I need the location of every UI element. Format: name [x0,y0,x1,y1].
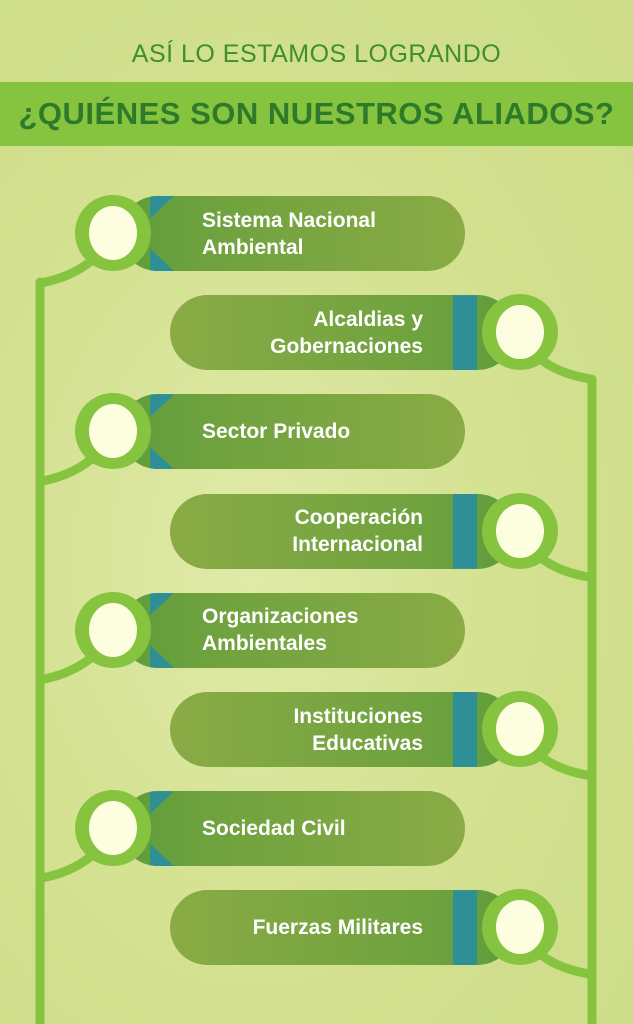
ally-item: Sociedad Civil [120,791,465,867]
node-circle-icon [482,492,558,569]
ally-item: Instituciones Educativas [170,692,515,767]
teal-accent [453,493,477,569]
ally-item: Cooperación Internacional [170,493,515,569]
teal-accent [150,196,174,271]
connector-curve [35,653,96,685]
subtitle: ASÍ LO ESTAMOS LOGRANDO [131,40,502,68]
node-circle-icon [75,393,151,470]
node-circle-icon [75,790,151,867]
node-circle-icon [482,889,558,966]
connector-curve [537,950,597,979]
teal-accent [453,890,477,966]
teal-accent [150,394,174,470]
teal-accent [150,791,174,867]
ally-label: Sociedad Civil [202,817,346,841]
node-circle-icon [482,691,558,767]
node-circle-icon [75,195,151,271]
ally-item: Sistema Nacional Ambiental [120,196,465,271]
title-banner: ¿QUIÉNES SON NUESTROS ALIADOS? [0,82,633,146]
connector-curve [35,454,96,486]
teal-accent [453,295,477,371]
teal-accent [453,692,477,767]
ally-label: Cooperación Internacional [292,506,423,557]
ally-item: Fuerzas Militares [170,890,515,966]
connector-curve [537,355,597,384]
node-circle-icon [482,294,558,371]
ally-label: Fuerzas Militares [252,916,423,940]
ally-item: Alcaldias y Gobernaciones [170,295,515,371]
connector-curve [35,851,96,883]
ally-label: Instituciones Educativas [293,704,423,755]
connector-curve [537,752,597,781]
ally-label: Sector Privado [202,420,351,444]
ally-label: Alcaldias y Gobernaciones [270,307,423,358]
ally-item: Organizaciones Ambientales [120,592,465,668]
node-circle-icon [75,591,151,668]
ally-label: Organizaciones Ambientales [202,605,359,656]
connector-curve [35,256,96,288]
page-title: ¿QUIÉNES SON NUESTROS ALIADOS? [18,96,615,131]
teal-accent [150,592,174,668]
connector-curve [537,554,597,583]
ally-item: Sector Privado [120,394,465,470]
ally-label: Sistema Nacional Ambiental [202,208,376,259]
